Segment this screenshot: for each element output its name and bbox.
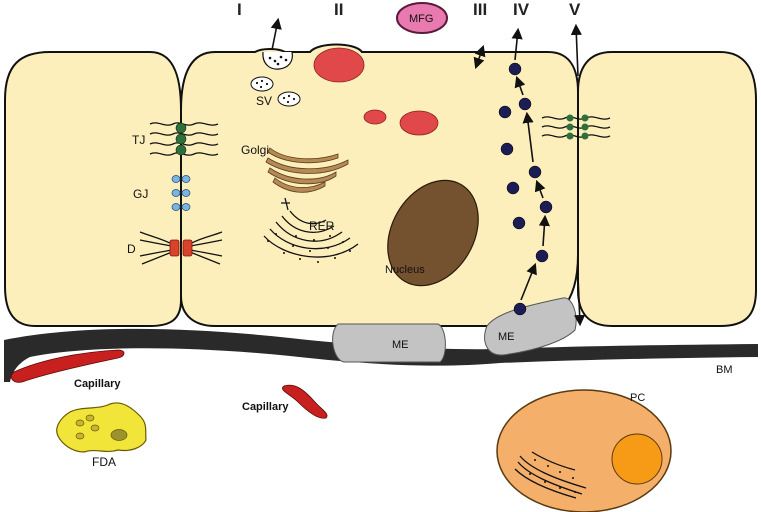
secretory-vesicle-1 <box>250 76 274 92</box>
me-right-label: ME <box>498 331 515 343</box>
vesicle-1-dots <box>255 79 269 89</box>
fda-organelles <box>75 414 128 441</box>
lipid-droplet-small <box>363 109 387 125</box>
rer-label: RER <box>309 219 335 233</box>
myoepithelial-cell-right <box>484 297 577 356</box>
sv-label: SV <box>256 94 272 108</box>
lipid-droplet-apical <box>313 47 365 83</box>
nucleus-label: Nucleus <box>385 264 425 276</box>
secretory-vesicle-2 <box>277 91 301 107</box>
exocytosis-vesicle <box>262 51 293 70</box>
desmosome <box>139 231 223 265</box>
left-cell <box>4 51 182 327</box>
tight-junction-right <box>541 114 611 140</box>
milk-fat-globule <box>396 2 448 34</box>
stage-label-4: IV <box>513 0 530 19</box>
tight-junction-left <box>149 122 219 156</box>
pc-label: PC <box>630 392 645 404</box>
myoepithelial-cell-left <box>332 323 446 363</box>
plasma-cell-nucleus <box>611 433 663 485</box>
pathway-5-arrow-up <box>570 23 582 77</box>
rough-endoplasmic-reticulum <box>263 197 359 263</box>
capillary-mid-label: Capillary <box>242 401 289 413</box>
pathway-5-arrow-down <box>574 275 586 327</box>
plasma-cell-rer <box>514 451 587 499</box>
vesicle-2-dots <box>282 94 296 104</box>
golgi-apparatus <box>265 147 349 193</box>
capillary-left-label: Capillary <box>74 378 121 390</box>
stage-label-2: II <box>334 0 343 19</box>
fda-label: FDA <box>92 455 116 469</box>
capillary-left <box>10 349 125 383</box>
pathway-3-arrow <box>473 44 486 70</box>
lipid-droplet-medium <box>399 110 439 136</box>
stage-label-5: V <box>569 0 581 19</box>
nucleus <box>387 179 479 287</box>
gj-label: GJ <box>133 187 148 201</box>
gap-junction <box>171 175 191 211</box>
stage-label-1: I <box>237 0 242 19</box>
pathway-1-arrow <box>270 17 282 51</box>
exocytosis-casein-dots <box>268 55 288 66</box>
bm-label: BM <box>716 364 733 376</box>
transcytosis-arrows <box>511 27 550 301</box>
me-left-label: ME <box>392 339 409 351</box>
fat-depleted-adipocyte <box>56 402 147 453</box>
tj-label: TJ <box>132 133 145 147</box>
golgi-label: Golgi <box>241 143 269 157</box>
d-label: D <box>127 242 136 256</box>
stage-label-3: III <box>473 0 487 19</box>
mfg-label: MFG <box>409 13 433 25</box>
right-cell <box>577 51 757 327</box>
transcytosis-vesicles <box>498 62 553 316</box>
capillary-mid <box>282 384 328 419</box>
